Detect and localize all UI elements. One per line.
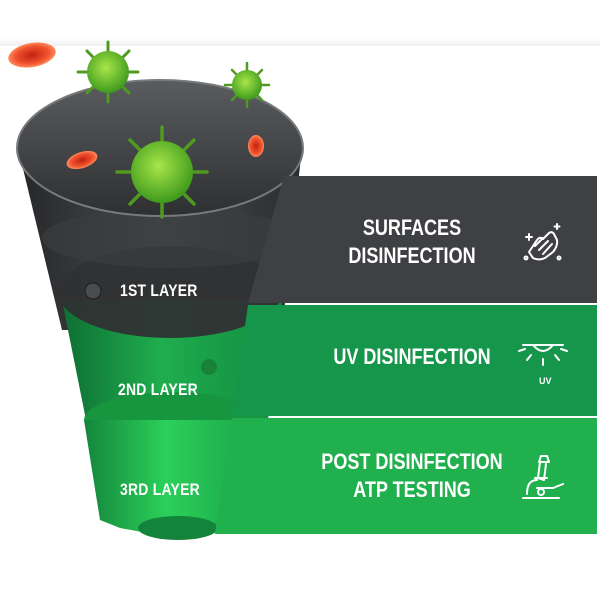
red-blood-cell-icon (248, 135, 264, 157)
uv-caption: UV (539, 376, 552, 386)
panel-bg-atp (215, 418, 597, 534)
panel-uv-disinfection: UV DISINFECTION UV (215, 305, 597, 416)
red-blood-cell-icon (8, 42, 56, 68)
layer-label-3: 3RD LAYER (120, 480, 200, 499)
virus-icon (223, 61, 271, 109)
layer-label-1: 1ST LAYER (120, 281, 198, 300)
panel-bg-uv (232, 305, 597, 416)
red-blood-cell-icon (66, 150, 98, 170)
panel-surfaces-disinfection: SURFACES DISINFECTION (215, 176, 597, 303)
panel-title: UV DISINFECTION (333, 344, 491, 369)
microscope-icon (513, 448, 573, 508)
panel-bg-surfaces (248, 176, 597, 303)
uv-lamp-icon (513, 333, 573, 393)
top-strip (0, 0, 600, 46)
panel-title: SURFACES DISINFECTION (348, 215, 476, 268)
particle-icon (201, 359, 217, 375)
hand-sanitizing-icon (513, 212, 573, 272)
virus-icon (115, 125, 209, 219)
panel-title: POST DISINFECTION ATP TESTING (321, 449, 503, 502)
panel-atp-testing: POST DISINFECTION ATP TESTING (215, 418, 597, 534)
virus-icon (76, 40, 140, 104)
layer-label-2: 2ND LAYER (118, 380, 198, 399)
particle-icon (84, 282, 102, 300)
